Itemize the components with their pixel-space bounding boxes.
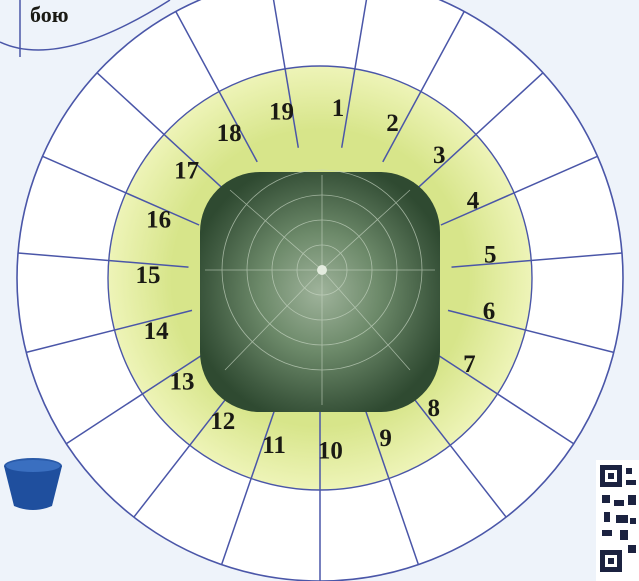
sector-number-10: 10 — [318, 438, 343, 465]
sector-number-17: 17 — [174, 157, 199, 184]
sector-number-18: 18 — [217, 120, 242, 147]
sector-divider — [400, 381, 507, 518]
sector-divider — [382, 11, 465, 163]
sector-number-2: 2 — [386, 110, 399, 137]
sector-number-14: 14 — [144, 318, 170, 345]
sector-divider — [175, 11, 258, 163]
sector-divider — [272, 0, 300, 148]
cup-icon — [4, 458, 62, 510]
sector-number-15: 15 — [136, 262, 161, 289]
sector-number-16: 16 — [146, 207, 171, 234]
sector-divider — [133, 381, 240, 518]
sector-number-13: 13 — [170, 369, 195, 396]
sector-divider — [220, 402, 278, 565]
spider-web-icon — [200, 169, 440, 412]
sector-divider — [17, 252, 189, 268]
sector-divider — [362, 402, 420, 565]
sector-number-8: 8 — [427, 395, 440, 422]
sector-divider — [416, 72, 544, 190]
sector-divider — [65, 349, 210, 445]
sector-divider — [340, 0, 368, 148]
sector-number-9: 9 — [379, 425, 392, 452]
sector-spokes — [17, 0, 623, 581]
sector-number-3: 3 — [433, 142, 446, 169]
sector-number-11: 11 — [262, 432, 286, 459]
sector-number-12: 12 — [210, 408, 235, 435]
sector-divider — [440, 155, 598, 226]
sector-number-19: 19 — [269, 98, 294, 125]
sector-number-5: 5 — [484, 241, 497, 268]
sector-divider — [42, 155, 200, 226]
qr-code-icon — [596, 460, 639, 581]
sector-divider — [447, 309, 614, 354]
sector-divider — [26, 309, 193, 354]
sector-divider — [96, 72, 224, 190]
sector-number-6: 6 — [483, 298, 496, 325]
sector-number-1: 1 — [332, 95, 345, 122]
sector-number-7: 7 — [463, 351, 476, 378]
sector-number-4: 4 — [467, 188, 480, 215]
top-arc: бою — [0, 0, 171, 57]
sector-divider — [430, 349, 575, 445]
sector-divider — [451, 252, 623, 268]
top-label: бою — [30, 2, 69, 27]
